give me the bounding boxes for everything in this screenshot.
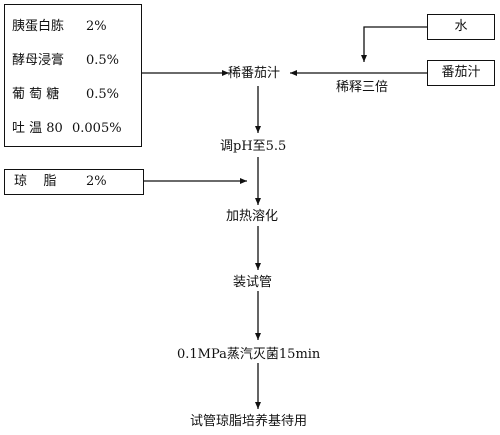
step-final: 试管琼脂培养基待用 [190,414,308,429]
step-heat-melt: 加热溶化 [226,209,279,224]
media-amount-1: 2% [86,19,107,34]
media-amount-2: 0.5% [86,53,120,68]
tomato-box [427,60,495,86]
step-sterilize: 0.1MPa蒸汽灭菌15min [177,347,321,362]
media-name-4: 吐 温 80 [12,121,63,136]
water-box [427,14,495,40]
dilute-label: 稀释三倍 [336,80,389,95]
step-diluted-juice: 稀番茄汁 [228,66,281,81]
arrow-water [361,26,427,62]
media-amount-3: 0.5% [86,87,120,102]
tomato-label: 番茄汁 [441,65,481,80]
media-amount-4: 0.005% [72,121,122,136]
media-box [4,4,142,147]
step-fill-tubes: 装试管 [233,275,273,290]
agar-amount: 2% [86,174,107,189]
water-label: 水 [454,19,468,34]
media-name-1: 胰蛋白胨 [12,19,65,34]
agar-box [4,169,144,195]
media-name-3: 葡 萄 糖 [12,87,60,102]
step-adjust-ph: 调pH至5.5 [220,139,287,154]
media-name-2: 酵母浸膏 [12,53,65,68]
agar-name: 琼 脂 [14,174,57,189]
